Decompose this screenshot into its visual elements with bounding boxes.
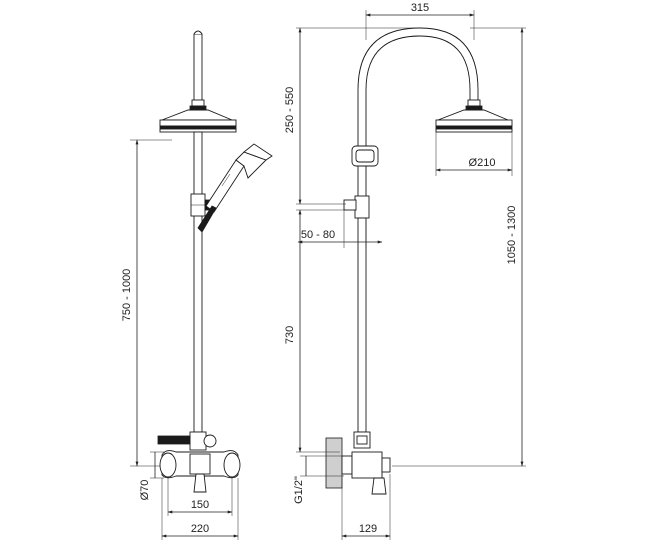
side-handshower-holder [351,145,379,167]
side-slider [343,195,370,219]
label-inlet-spacing: 150 [191,499,209,511]
front-shower-head [159,99,237,133]
label-head-diameter: Ø210 [469,157,496,169]
side-view [325,27,513,495]
dim-bar-height-right: 730 [284,209,346,453]
side-main-bar [357,217,367,433]
label-flange-diameter: Ø70 [139,480,151,501]
front-tee [157,431,217,451]
side-mixer [341,451,391,495]
dim-mixer-depth: 129 [341,474,391,540]
label-offset: 50 - 80 [301,229,335,241]
label-top-height: 250 - 550 [284,87,296,133]
dim-head-diameter: Ø210 [435,132,513,176]
front-riser-top [193,33,203,105]
dim-head-reach: 315 [365,2,475,40]
front-main-bar [193,131,203,433]
label-head-reach: 315 [411,2,429,14]
side-shower-head [435,99,513,133]
side-tee [353,431,371,449]
dim-top-height: 250 - 550 [284,27,420,205]
front-riser-cap [193,30,203,35]
label-mixer-width: 220 [191,523,209,535]
label-total-height: 1050 - 1300 [506,206,518,265]
side-wall [325,437,343,489]
dim-bar-height-left: 750 - 1000 [121,139,172,467]
dim-mixer-width: 220 [161,478,239,540]
label-bar-height-right: 730 [284,326,296,344]
dim-offset: 50 - 80 [297,204,383,248]
front-view [157,30,273,493]
dim-wall-connection: G1/2" [293,455,344,504]
label-mixer-depth: 129 [359,523,377,535]
dim-total-height: 1050 - 1300 [392,27,526,467]
front-hand-shower [197,143,273,233]
label-bar-height-left: 750 - 1000 [121,269,133,322]
front-mixer [159,450,241,493]
dim-flange-diameter: Ø70 [139,451,164,501]
label-wall-connection: G1/2" [293,476,305,504]
dim-inlet-spacing: 150 [167,478,233,516]
